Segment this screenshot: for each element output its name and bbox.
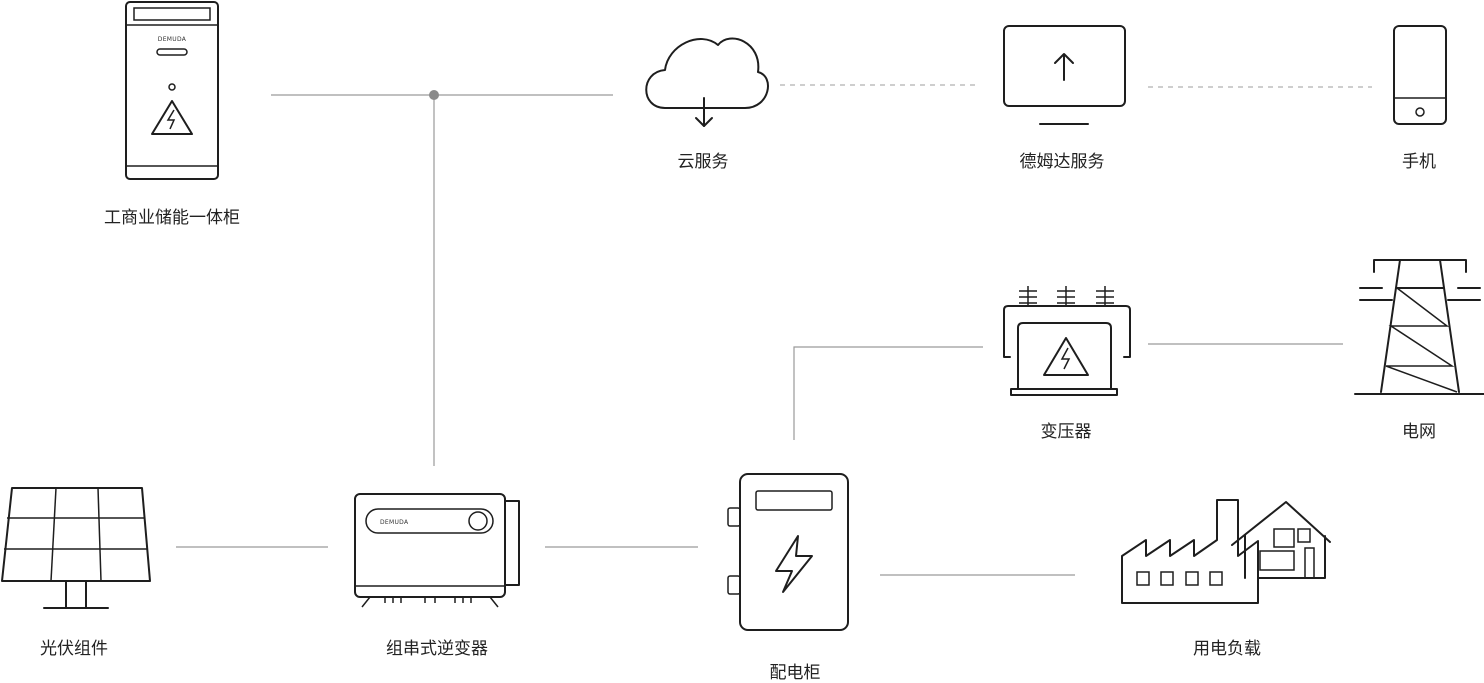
monitor-icon <box>1003 25 1126 125</box>
ess-cabinet-label: 工商业储能一体柜 <box>104 208 240 228</box>
inverter-brand-text: DEMUDA <box>380 519 409 526</box>
distribution-cabinet-icon <box>727 473 849 631</box>
ess-brand-text: DEMUDA <box>158 36 187 43</box>
line-distribution-transformer <box>793 346 983 440</box>
inverter-icon: DEMUDA <box>354 493 520 608</box>
transformer-icon <box>1003 286 1131 396</box>
solar-panel-icon <box>1 487 151 609</box>
junction-node <box>429 90 439 100</box>
demuda-service-label: 德姆达服务 <box>1019 152 1105 172</box>
grid-label: 电网 <box>1402 422 1436 442</box>
phone-label: 手机 <box>1402 152 1436 172</box>
ess-cabinet-icon: DEMUDA <box>125 1 219 180</box>
distribution-label: 配电柜 <box>769 663 821 683</box>
phone-icon <box>1393 25 1447 125</box>
power-tower-icon <box>1354 259 1484 395</box>
connections <box>176 84 1372 576</box>
cloud-icon <box>645 37 769 127</box>
factory-house-icon <box>1121 499 1331 604</box>
inverter-label: 组串式逆变器 <box>386 639 488 659</box>
pv-label: 光伏组件 <box>40 639 108 659</box>
load-label: 用电负载 <box>1193 639 1261 659</box>
transformer-label: 变压器 <box>1040 422 1092 442</box>
cloud-label: 云服务 <box>677 152 729 172</box>
